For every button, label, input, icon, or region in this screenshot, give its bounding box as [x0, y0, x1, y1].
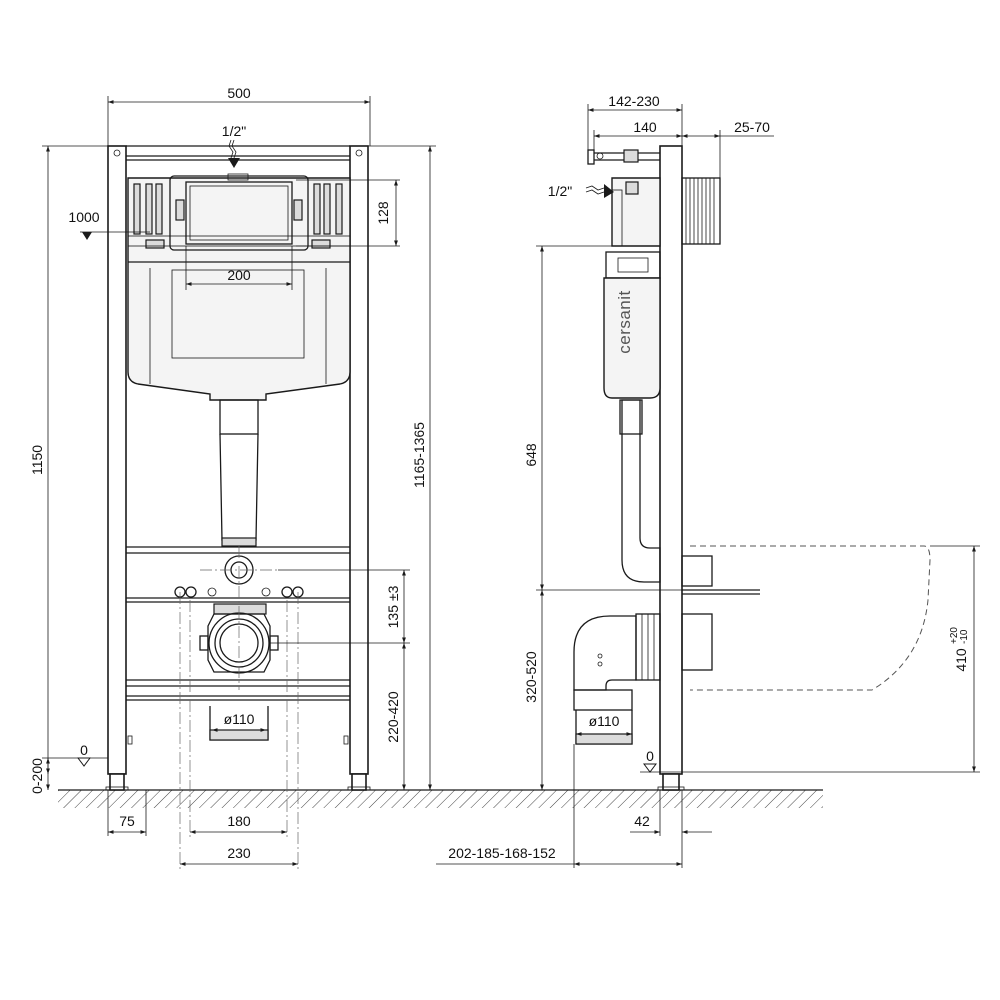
front-dimensions: 500 1/2" 1000 128 200 1150 — [29, 85, 436, 866]
front-cistern — [127, 177, 351, 401]
side-depth-label: 142-230 — [608, 93, 660, 109]
front-flush-pipe — [219, 399, 259, 547]
floor — [58, 789, 823, 808]
side-inlet: 1/2" — [548, 183, 614, 199]
front-frame-height-label: 1150 — [29, 445, 45, 475]
side-projection-label: 202-185-168-152 — [448, 845, 556, 861]
front-bolt-distance-label: 180 — [227, 813, 251, 829]
front-outlet-height-label: 220-420 — [385, 691, 401, 743]
side-zero-label: 0 — [646, 748, 654, 764]
front-button-height-label: 128 — [375, 201, 391, 225]
front-button-opening — [169, 173, 309, 251]
front-inlet-height-label: 1000 — [68, 209, 99, 225]
front-leg-range-label: 0-200 — [29, 758, 45, 794]
front-fixing-distance-label: 230 — [227, 845, 251, 861]
side-wall-offset-label: 25-70 — [734, 119, 770, 135]
side-inlet-label: 1/2" — [548, 183, 572, 199]
front-view: 500 1/2" 1000 128 200 1150 — [29, 85, 436, 870]
side-cistern: cersanit — [603, 177, 661, 583]
front-frame — [105, 145, 371, 791]
side-outlet-elbow — [573, 555, 760, 745]
side-wc-bowl — [690, 545, 931, 691]
front-width-label: 500 — [227, 85, 251, 101]
side-depth-fixed-label: 140 — [633, 119, 657, 135]
side-button-height-label: 648 — [523, 443, 539, 467]
side-outlet-diameter-label: ø110 — [589, 713, 620, 729]
side-wall-pipe — [681, 177, 721, 245]
side-outlet-range-label: 320-520 — [523, 651, 539, 703]
front-button-width-label: 200 — [227, 267, 251, 283]
side-view: cersanit 1/2" — [436, 93, 980, 868]
side-bowl-tol-upper: +20 — [949, 627, 960, 644]
front-zero-label: 0 — [80, 742, 88, 758]
front-inlet-label: 1/2" — [222, 123, 246, 139]
side-leg-offset-label: 42 — [634, 813, 650, 829]
side-bowl-height-label: 410 — [953, 648, 969, 672]
front-foot-width-label: 75 — [119, 813, 135, 829]
front-total-height-label: 1165-1365 — [411, 422, 427, 488]
side-frame — [587, 145, 685, 791]
front-bolt-spacing-label: 135 ±3 — [385, 585, 401, 628]
side-dimensions: 142-230 140 25-70 648 320-520 ø110 0 — [436, 93, 980, 868]
side-brand-label: cersanit — [615, 290, 634, 354]
side-bowl-tol-lower: -10 — [959, 629, 970, 644]
front-outlet-diameter-label: ø110 — [224, 711, 255, 727]
front-connections — [174, 546, 304, 870]
